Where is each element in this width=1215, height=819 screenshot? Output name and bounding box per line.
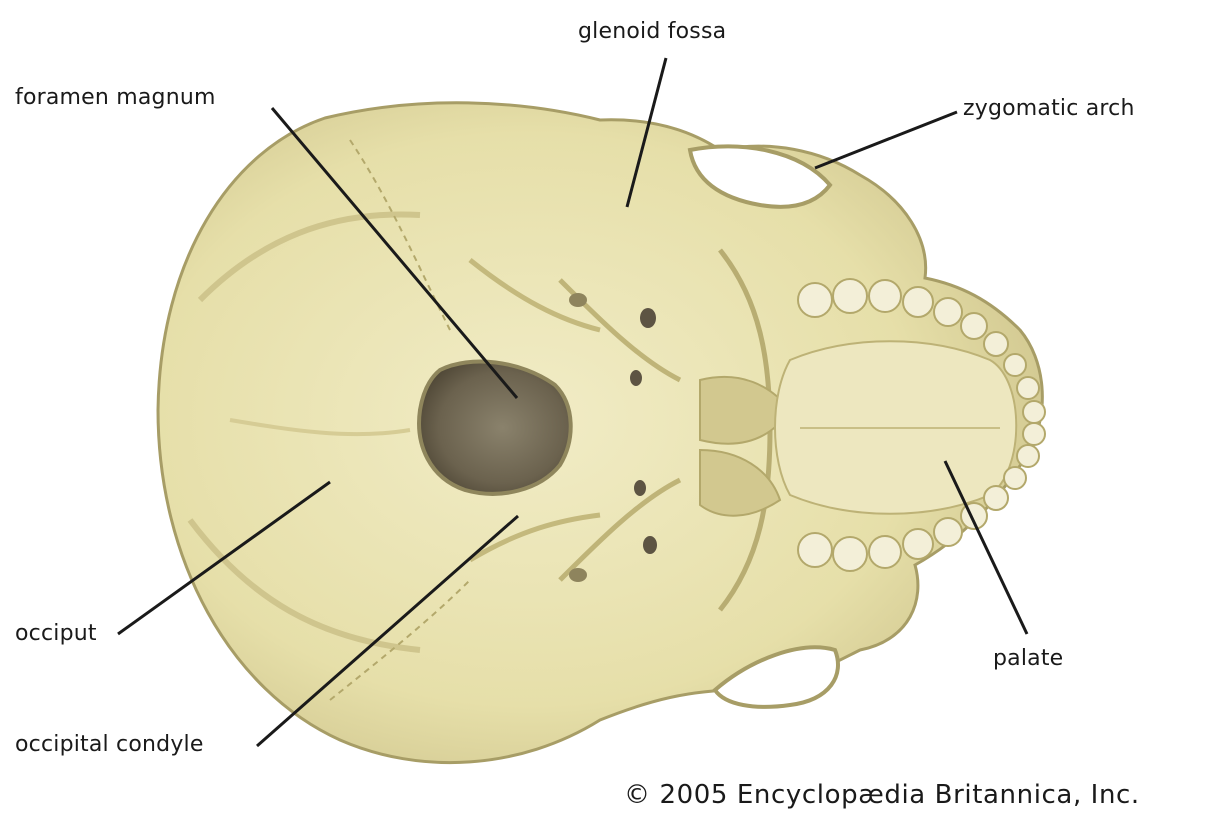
foramen-magnum: [419, 362, 571, 494]
label-zygomatic-arch: zygomatic arch: [963, 98, 1135, 120]
label-palate: palate: [993, 648, 1063, 670]
label-foramen-magnum: foramen magnum: [15, 87, 216, 109]
label-glenoid-fossa: glenoid fossa: [578, 21, 726, 43]
copyright-notice: © 2005 Encyclopædia Britannica, Inc.: [624, 782, 1140, 808]
leader-line-zygomatic-arch: [815, 112, 957, 168]
label-occiput: occiput: [15, 623, 97, 645]
label-occipital-condyle: occipital condyle: [15, 734, 204, 756]
